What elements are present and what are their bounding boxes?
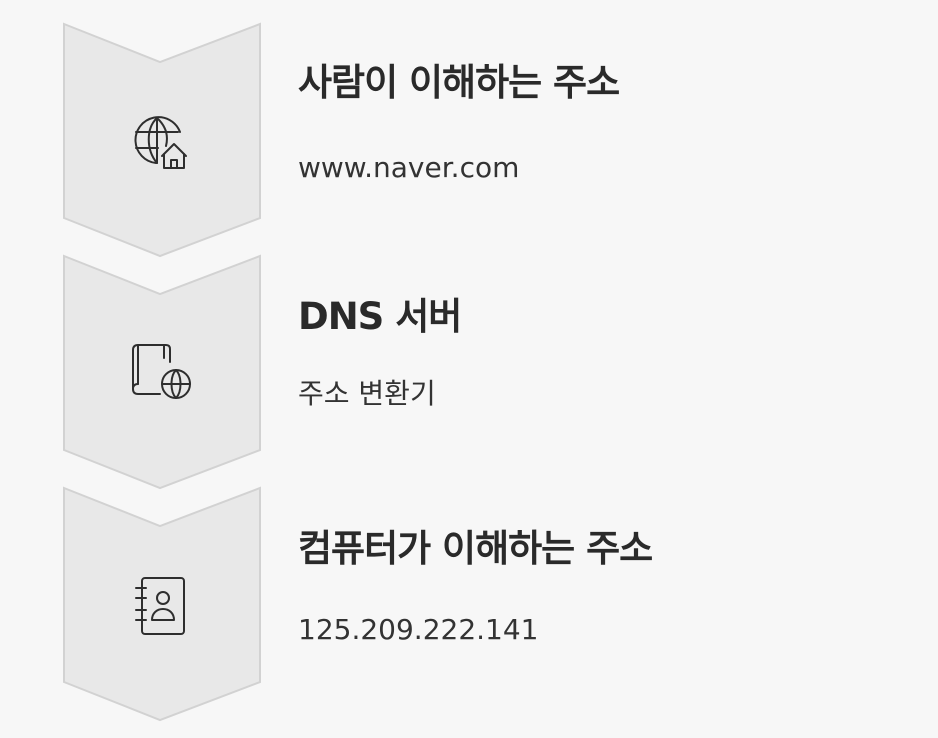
step-1: 사람이 이해하는 주소 www.naver.com (0, 22, 938, 258)
step-3-title: 컴퓨터가 이해하는 주소 (298, 527, 653, 570)
step-1-description: www.naver.com (298, 151, 520, 184)
step-2-title: DNS 서버 (298, 295, 462, 338)
contact-book-icon (135, 577, 185, 635)
book-globe-icon (132, 344, 191, 399)
step-1-chevron (63, 22, 261, 258)
step-1-title: 사람이 이해하는 주소 (298, 61, 620, 104)
step-2: DNS 서버 주소 변환기 (0, 254, 938, 490)
step-3: 컴퓨터가 이해하는 주소 125.209.222.141 (0, 486, 938, 722)
step-2-description: 주소 변환기 (298, 377, 436, 410)
globe-home-icon (134, 116, 187, 169)
step-2-chevron (63, 254, 261, 490)
step-3-description: 125.209.222.141 (298, 613, 539, 646)
